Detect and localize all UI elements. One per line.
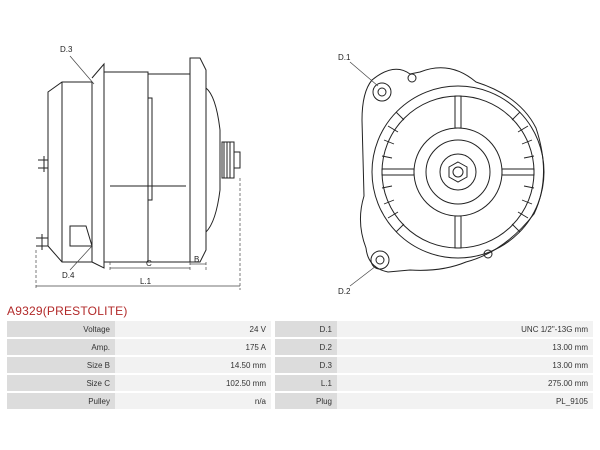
- alternator-technical-drawing: D.3 D.4 C B L.1: [35, 45, 545, 296]
- spec-label-right: D.1: [275, 321, 337, 339]
- part-title: A9329(PRESTOLITE): [7, 304, 128, 318]
- spec-value: 175 A: [115, 339, 271, 357]
- front-view-leader-lines: [349, 61, 379, 287]
- label-d4: D.4: [62, 271, 75, 280]
- side-view-dimension-lines: [36, 55, 240, 287]
- front-view-vents: [381, 111, 535, 233]
- label-d2: D.2: [338, 287, 351, 296]
- front-view: [360, 67, 545, 273]
- spec-value-right: PL_9105: [337, 393, 593, 411]
- spec-label-right: Plug: [275, 393, 337, 411]
- label-d1: D.1: [338, 53, 351, 62]
- spec-label-right: D.2: [275, 339, 337, 357]
- spec-gap: [271, 321, 275, 339]
- label-d3: D.3: [60, 45, 73, 54]
- spec-value-right: 13.00 mm: [337, 339, 593, 357]
- side-view-dimensions: [35, 178, 241, 290]
- spec-gap: [271, 339, 275, 357]
- spec-value: n/a: [115, 393, 271, 411]
- spec-value: 102.50 mm: [115, 375, 271, 393]
- spec-value: 24 V: [115, 321, 271, 339]
- spec-gap: [271, 393, 275, 411]
- spec-gap: [271, 375, 275, 393]
- spec-label: Pulley: [7, 393, 115, 411]
- spec-value-right: UNC 1/2"-13G mm: [337, 321, 593, 339]
- spec-label: Voltage: [7, 321, 115, 339]
- spec-value-right: 13.00 mm: [337, 357, 593, 375]
- spec-label: Size B: [7, 357, 115, 375]
- spec-label-right: D.3: [275, 357, 337, 375]
- spec-value: 14.50 mm: [115, 357, 271, 375]
- spec-value-right: 275.00 mm: [337, 375, 593, 393]
- label-c: C: [146, 259, 152, 268]
- spec-label: Amp.: [7, 339, 115, 357]
- spec-label: Size C: [7, 375, 115, 393]
- label-b: B: [194, 255, 199, 264]
- spec-label-right: L.1: [275, 375, 337, 393]
- spec-gap: [271, 357, 275, 375]
- side-view: [36, 57, 241, 269]
- label-l1: L.1: [140, 277, 152, 286]
